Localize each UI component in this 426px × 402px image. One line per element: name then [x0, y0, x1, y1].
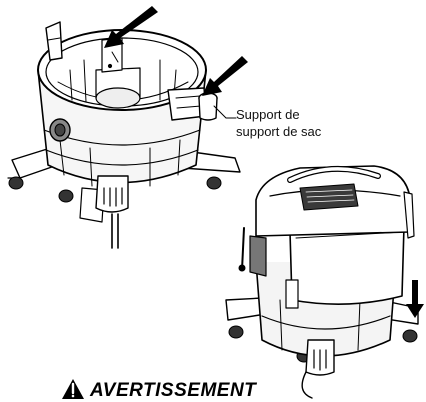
bag-bracket-callout: Support de support de sac — [236, 106, 321, 140]
warning-heading: AVERTISSEMENT — [90, 380, 256, 402]
warning-triangle-icon — [62, 379, 84, 399]
open-vacuum-drum — [8, 22, 240, 248]
callout-line-1: Support de — [236, 106, 321, 123]
callout-line-2: support de sac — [236, 123, 321, 140]
assembled-vacuum — [226, 166, 418, 398]
